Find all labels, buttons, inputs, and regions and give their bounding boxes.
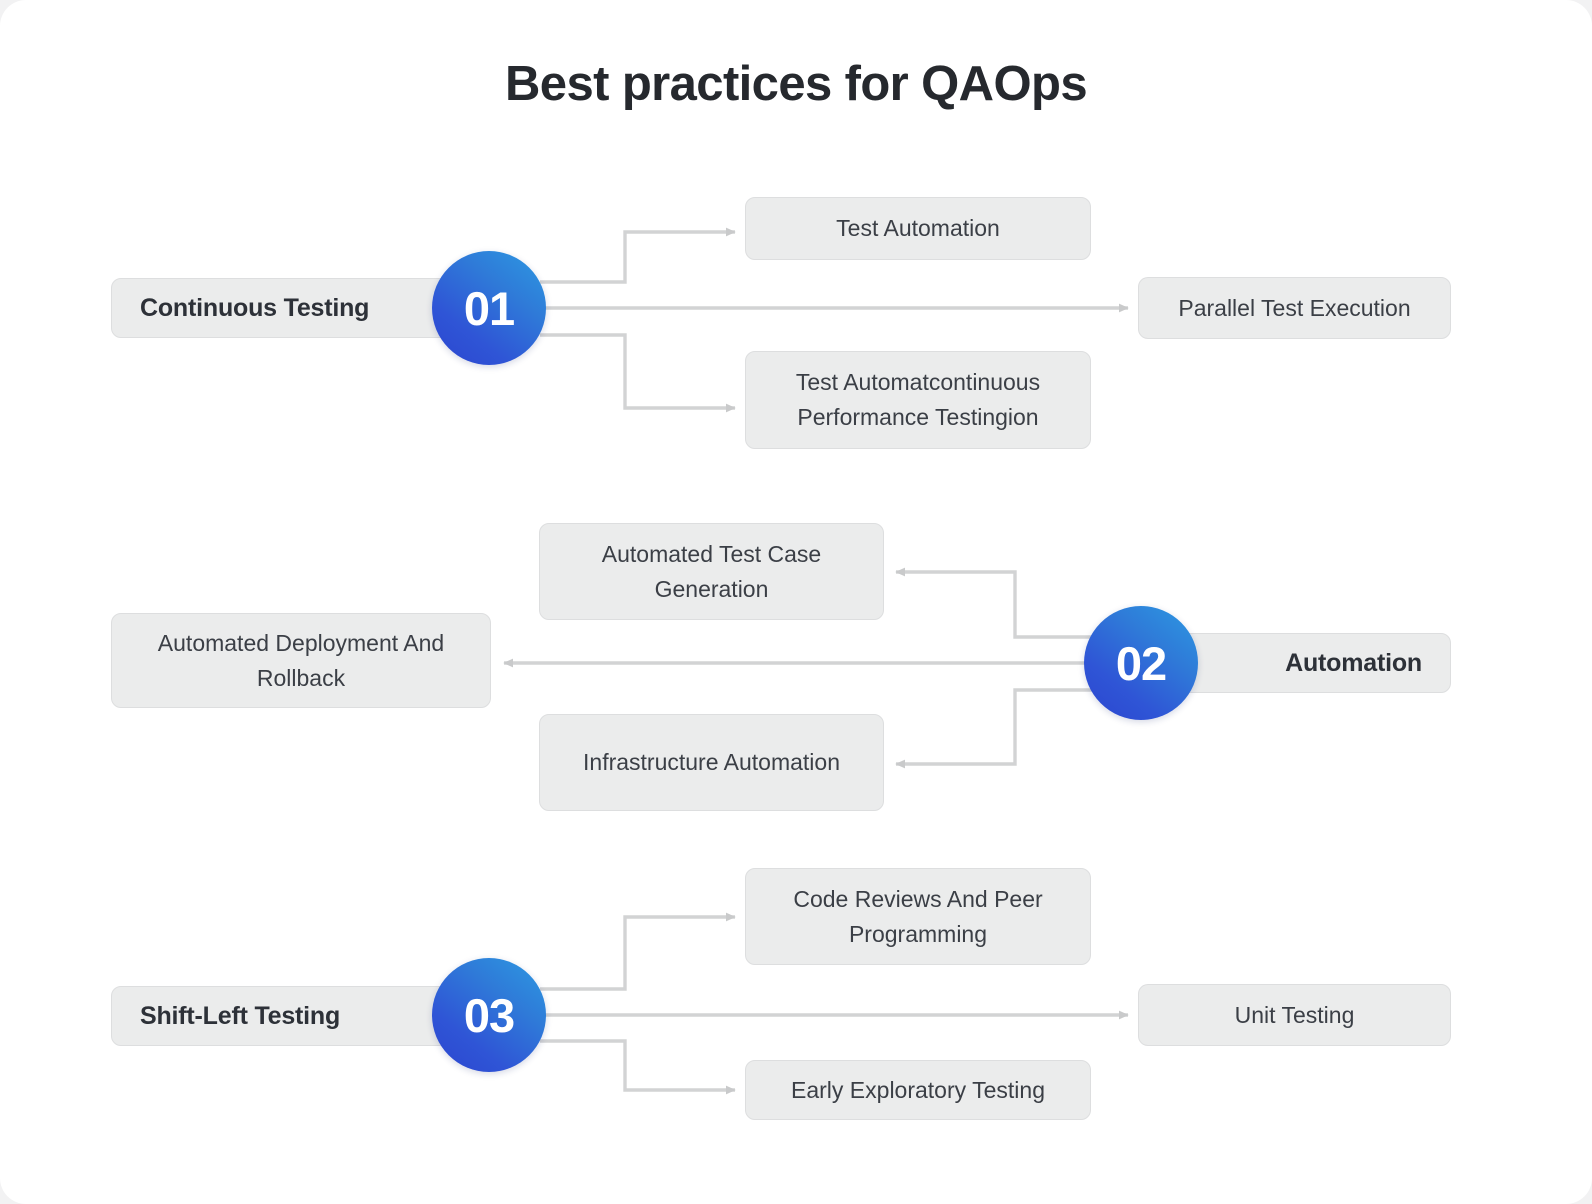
- page-title: Best practices for QAOps: [505, 57, 1088, 111]
- wire-01-top: [540, 227, 736, 284]
- lead-box-02[interactable]: Automation: [1166, 633, 1451, 693]
- wire-03-bottom: [540, 1039, 736, 1095]
- step-circle-01[interactable]: 01: [432, 251, 546, 365]
- wire-02-bottom: [895, 688, 1092, 769]
- item-box-02-infrastructure-automation[interactable]: Infrastructure Automation: [539, 714, 884, 811]
- item-box-02-automated-deployment-and-rollback[interactable]: Automated Deployment And Rollback: [111, 613, 491, 708]
- step-circle-03[interactable]: 03: [432, 958, 546, 1072]
- item-box-03-early-exploratory-testing[interactable]: Early Exploratory Testing: [745, 1060, 1091, 1120]
- item-box-01-parallel-test-execution[interactable]: Parallel Test Execution: [1138, 277, 1451, 339]
- step-circle-02[interactable]: 02: [1084, 606, 1198, 720]
- item-box-03-unit-testing[interactable]: Unit Testing: [1138, 984, 1451, 1046]
- item-box-01-test-automation[interactable]: Test Automation: [745, 197, 1091, 260]
- item-box-01-performance-testing[interactable]: Test Automatcontinuous Performance Testi…: [745, 351, 1091, 449]
- wire-02-top: [895, 567, 1092, 639]
- lead-box-03[interactable]: Shift-Left Testing: [111, 986, 491, 1046]
- item-box-03-code-reviews-and-peer-programming[interactable]: Code Reviews And Peer Programming: [745, 868, 1091, 965]
- wire-01-bottom: [540, 333, 736, 413]
- wire-03-top: [540, 912, 736, 991]
- item-box-02-automated-test-case-generation[interactable]: Automated Test Case Generation: [539, 523, 884, 620]
